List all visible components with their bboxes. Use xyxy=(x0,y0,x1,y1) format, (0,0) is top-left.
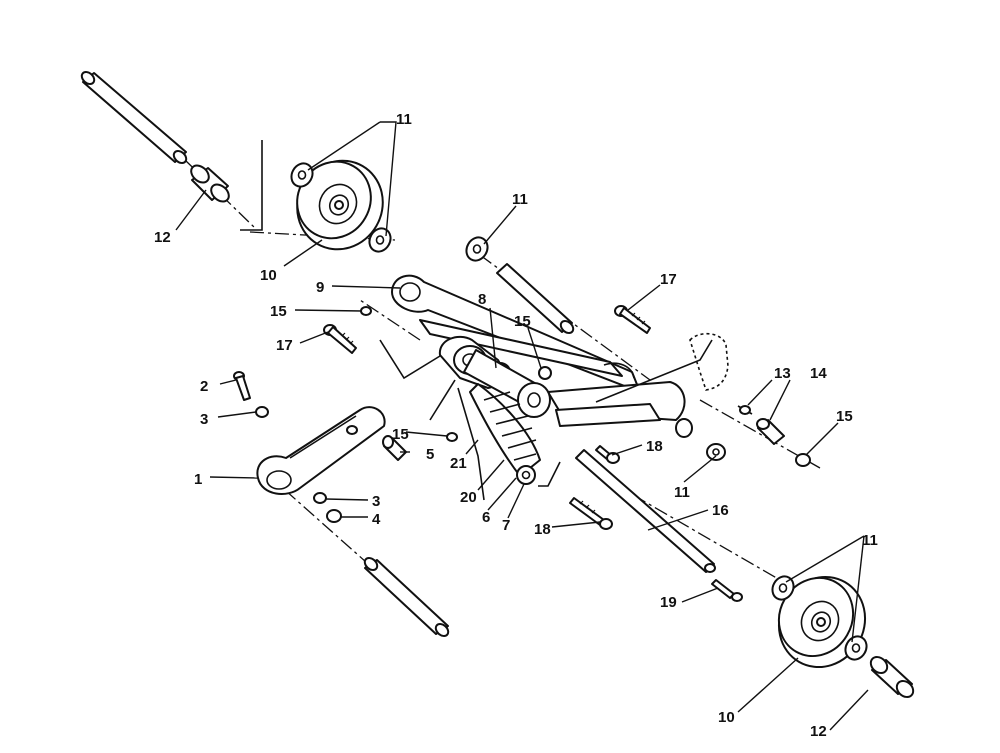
callout-6: 6 xyxy=(482,509,490,526)
callout-18-lower: 18 xyxy=(534,521,551,538)
leader-lines xyxy=(175,121,869,731)
callout-17-left: 17 xyxy=(276,337,293,354)
callout-11-upper: 11 xyxy=(396,111,412,128)
washers-3 xyxy=(255,406,327,504)
callout-7: 7 xyxy=(502,517,510,534)
left-bolt-17 xyxy=(323,324,357,354)
callout-12-lower: 12 xyxy=(810,723,827,740)
lower-left-shaft xyxy=(363,557,450,637)
callout-10-upper: 10 xyxy=(260,267,277,284)
callout-20: 20 xyxy=(460,489,477,506)
callout-13: 13 xyxy=(774,365,791,382)
upper-axle-shaft xyxy=(80,71,188,164)
callout-15-a: 15 xyxy=(270,303,287,320)
callout-labels: 11 12 10 11 9 15 17 8 15 17 13 14 15 2 3… xyxy=(154,111,878,740)
callout-11-lower: 11 xyxy=(862,532,878,549)
upper-right-bolt-17 xyxy=(614,305,651,334)
bushing-5 xyxy=(382,435,407,461)
nut-15-lower xyxy=(446,432,458,442)
shock-spring-20 xyxy=(469,383,541,485)
upper-arm-9 xyxy=(391,274,641,393)
callout-17-right: 17 xyxy=(660,271,677,288)
nut-4 xyxy=(326,509,342,523)
lower-right-arm xyxy=(547,339,713,438)
callout-15-b: 15 xyxy=(514,313,531,330)
callout-3-upper: 3 xyxy=(200,411,208,428)
upper-idler-wheel-10 xyxy=(296,159,384,251)
lower-idler-wheel-10 xyxy=(777,575,867,669)
callout-5: 5 xyxy=(426,446,434,463)
lower-link-arm-1 xyxy=(256,406,386,495)
callout-18-upper: 18 xyxy=(646,438,663,455)
lower-spacer-12 xyxy=(869,656,915,698)
callout-14: 14 xyxy=(810,365,827,382)
upper-cross-shaft xyxy=(496,263,575,334)
callout-10-lower: 10 xyxy=(718,709,735,726)
callout-15-d: 15 xyxy=(392,426,409,443)
bolt-19 xyxy=(711,579,743,602)
bolts-18 xyxy=(569,445,620,530)
callout-15-c: 15 xyxy=(836,408,853,425)
lower-washers-11 xyxy=(771,575,868,661)
callout-4: 4 xyxy=(372,511,381,528)
right-small-parts xyxy=(689,332,811,467)
center-hub-8 xyxy=(438,335,552,418)
callout-8: 8 xyxy=(478,291,486,308)
callout-1: 1 xyxy=(194,471,202,488)
callout-19: 19 xyxy=(660,594,677,611)
callout-9: 9 xyxy=(316,279,324,296)
callout-12-upper: 12 xyxy=(154,229,171,246)
long-shaft-16 xyxy=(575,449,716,573)
callout-16: 16 xyxy=(712,502,729,519)
bolt-2 xyxy=(233,371,251,401)
upper-spacer-12 xyxy=(190,164,230,203)
washer-11-right xyxy=(706,443,726,461)
callout-2: 2 xyxy=(200,378,208,395)
callout-3-lower: 3 xyxy=(372,493,380,510)
callout-11-upper-right: 11 xyxy=(512,191,528,208)
callout-21: 21 xyxy=(450,455,467,472)
callout-11-right: 11 xyxy=(674,484,690,501)
nut-15-upper xyxy=(360,306,372,316)
